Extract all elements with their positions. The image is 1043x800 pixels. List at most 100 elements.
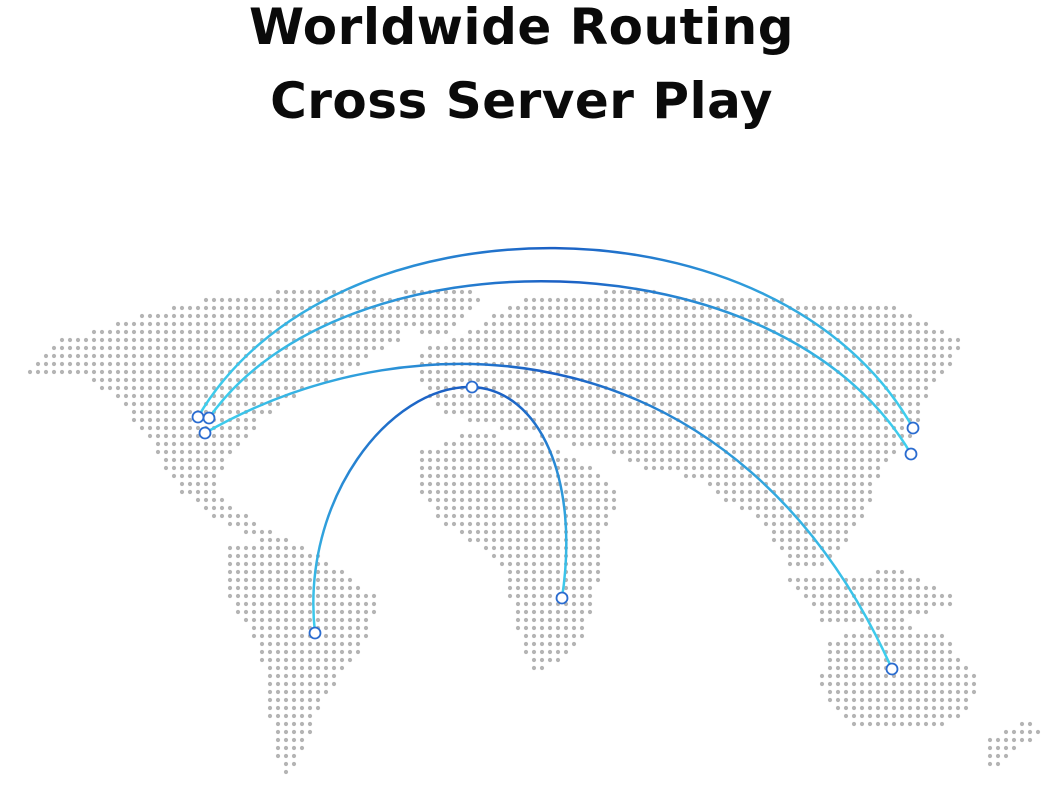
- map-dot: [155, 425, 161, 431]
- map-dot: [483, 497, 489, 503]
- map-dot: [651, 329, 657, 335]
- map-dot: [467, 489, 473, 495]
- map-dot: [323, 673, 329, 679]
- map-dot: [619, 313, 625, 319]
- map-dot: [747, 361, 753, 367]
- map-dot: [499, 505, 505, 511]
- map-dot: [339, 305, 345, 311]
- map-dot: [867, 433, 873, 439]
- map-dot: [227, 361, 233, 367]
- map-dot: [563, 633, 569, 639]
- map-dot: [483, 521, 489, 527]
- map-dot: [267, 585, 273, 591]
- map-dot: [419, 473, 425, 479]
- map-dot: [507, 513, 513, 519]
- map-dot: [595, 489, 601, 495]
- map-dot: [251, 601, 257, 607]
- map-dot: [227, 433, 233, 439]
- map-dot: [667, 345, 673, 351]
- map-dot: [563, 313, 569, 319]
- map-dot: [827, 577, 833, 583]
- map-dot: [587, 409, 593, 415]
- map-dot: [555, 561, 561, 567]
- map-dot: [475, 449, 481, 455]
- map-dot: [875, 713, 881, 719]
- map-dot: [955, 337, 961, 343]
- map-dot: [147, 361, 153, 367]
- map-dot: [299, 649, 305, 655]
- map-dot: [123, 401, 129, 407]
- map-dot: [347, 297, 353, 303]
- map-dot: [835, 641, 841, 647]
- map-dot: [195, 457, 201, 463]
- map-dot: [899, 377, 905, 383]
- map-dot: [499, 353, 505, 359]
- map-dot: [851, 665, 857, 671]
- map-dot: [739, 353, 745, 359]
- map-dot: [475, 393, 481, 399]
- map-dot: [907, 377, 913, 383]
- map-dot: [315, 585, 321, 591]
- map-dot: [691, 457, 697, 463]
- map-dot: [427, 377, 433, 383]
- map-dot: [635, 345, 641, 351]
- map-dot: [115, 377, 121, 383]
- map-dot: [467, 433, 473, 439]
- map-dot: [291, 689, 297, 695]
- map-dot: [347, 633, 353, 639]
- map-dot: [195, 497, 201, 503]
- map-dot: [731, 377, 737, 383]
- map-dot: [611, 361, 617, 367]
- map-dot: [571, 417, 577, 423]
- map-dot: [867, 633, 873, 639]
- map-dot: [467, 289, 473, 295]
- map-dot: [507, 377, 513, 383]
- map-dot: [563, 425, 569, 431]
- map-dot: [155, 369, 161, 375]
- map-dot: [659, 401, 665, 407]
- map-dot: [851, 417, 857, 423]
- node-europe: [465, 380, 479, 394]
- map-dot: [787, 377, 793, 383]
- map-dot: [859, 505, 865, 511]
- map-dot: [731, 353, 737, 359]
- map-dot: [331, 329, 337, 335]
- map-dot: [579, 401, 585, 407]
- map-dot: [819, 305, 825, 311]
- map-dot: [635, 369, 641, 375]
- map-dot: [251, 361, 257, 367]
- map-dot: [363, 329, 369, 335]
- map-dot: [267, 673, 273, 679]
- map-dot: [875, 569, 881, 575]
- map-dot: [515, 305, 521, 311]
- map-dot: [947, 713, 953, 719]
- map-dot: [291, 713, 297, 719]
- map-dot: [763, 513, 769, 519]
- map-dot: [859, 425, 865, 431]
- map-dot: [931, 665, 937, 671]
- map-dot: [443, 505, 449, 511]
- map-dot: [171, 393, 177, 399]
- map-dot: [91, 353, 97, 359]
- map-dot: [571, 409, 577, 415]
- map-dot: [891, 681, 897, 687]
- map-dot: [835, 489, 841, 495]
- map-dot: [299, 553, 305, 559]
- map-dot: [459, 297, 465, 303]
- map-dot: [691, 433, 697, 439]
- map-dot: [707, 369, 713, 375]
- map-dot: [371, 337, 377, 343]
- map-dot: [563, 489, 569, 495]
- map-dot: [643, 321, 649, 327]
- map-dot: [571, 433, 577, 439]
- map-dot: [555, 409, 561, 415]
- map-dot: [491, 353, 497, 359]
- map-dot: [499, 553, 505, 559]
- map-dot: [875, 593, 881, 599]
- map-dot: [187, 393, 193, 399]
- map-dot: [507, 529, 513, 535]
- map-dot: [571, 473, 577, 479]
- map-dot: [563, 609, 569, 615]
- map-dot: [427, 329, 433, 335]
- map-dot: [283, 657, 289, 663]
